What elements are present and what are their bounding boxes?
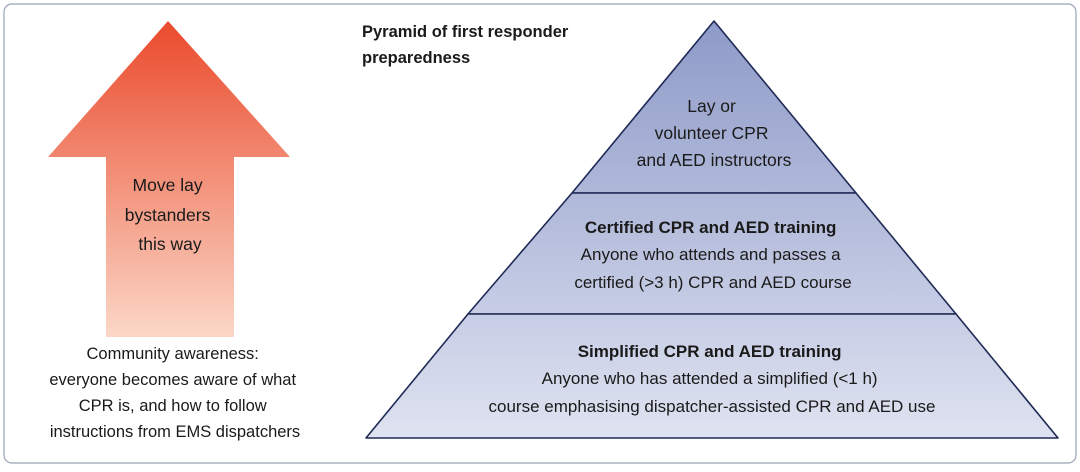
pyramid-tier-bottom <box>365 313 1059 439</box>
tier-top-line: and AED instructors <box>637 150 792 170</box>
arrow-label-line: Move lay <box>133 175 203 195</box>
tier-bottom-text: Simplified CPR and AED training Anyone w… <box>489 342 936 416</box>
arrow-label-line: this way <box>138 234 201 254</box>
upward-arrow-icon <box>48 21 290 337</box>
tier-bottom-line: course emphasising dispatcher-assisted C… <box>489 397 936 416</box>
arrow-label-line: bystanders <box>125 205 211 225</box>
tier-bottom-heading: Simplified CPR and AED training <box>578 342 842 361</box>
community-line: Community awareness: <box>87 345 259 363</box>
community-awareness-text: Community awareness: everyone becomes aw… <box>49 345 300 441</box>
tier-top-text: Lay or volunteer CPR and AED instructors <box>637 96 792 170</box>
arrow-label: Move lay bystanders this way <box>125 175 215 254</box>
tier-middle-line: Anyone who attends and passes a <box>581 245 841 264</box>
community-line: everyone becomes aware of what <box>49 371 296 389</box>
tier-top-line: Lay or <box>687 96 736 116</box>
pyramid-title: Pyramid of first responder preparedness <box>362 23 573 67</box>
tier-bottom-line: Anyone who has attended a simplified (<1… <box>542 369 878 388</box>
tier-middle-line: certified (>3 h) CPR and AED course <box>574 273 851 292</box>
pyramid-title-line: Pyramid of first responder <box>362 23 569 41</box>
tier-middle-heading: Certified CPR and AED training <box>585 218 837 237</box>
pyramid-title-line: preparedness <box>362 49 470 67</box>
tier-top-line: volunteer CPR <box>655 123 769 143</box>
community-line: CPR is, and how to follow <box>79 397 267 415</box>
tier-middle-text: Certified CPR and AED training Anyone wh… <box>574 218 851 292</box>
community-line: instructions from EMS dispatchers <box>50 423 300 441</box>
